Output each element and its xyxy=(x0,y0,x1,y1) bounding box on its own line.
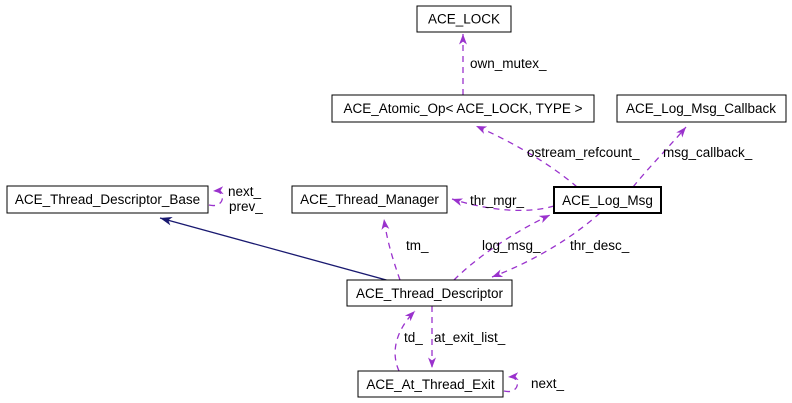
edge-ostream-refcount xyxy=(475,125,578,188)
edge-label-at-exit-list: at_exit_list_ xyxy=(434,330,506,345)
node-ace-lock[interactable]: ACE_LOCK xyxy=(416,5,512,33)
edge-inheritance-thread-descriptor-to-base xyxy=(159,216,391,282)
node-label: ACE_Atomic_Op< ACE_LOCK, TYPE > xyxy=(343,101,582,116)
node-ace-thread-descriptor-base[interactable]: ACE_Thread_Descriptor_Base xyxy=(6,185,209,214)
node-box[interactable] xyxy=(357,370,504,398)
node-box[interactable] xyxy=(553,186,662,214)
node-label: ACE_At_Thread_Exit xyxy=(366,377,495,392)
edge-label-ostream-refcount: ostream_refcount_ xyxy=(527,145,640,160)
node-box[interactable] xyxy=(291,185,448,214)
edge-label-prev: prev_ xyxy=(229,199,263,214)
node-ace-log-msg-callback[interactable]: ACE_Log_Msg_Callback xyxy=(616,94,787,123)
edge-label-log-msg: log_msg_ xyxy=(482,238,541,253)
edge-label-own-mutex: own_mutex_ xyxy=(470,56,547,71)
node-label: ACE_LOCK xyxy=(428,12,500,27)
edge-next-self-loop xyxy=(503,372,519,393)
node-box[interactable] xyxy=(616,94,787,123)
edge-label-msg-callback: msg_callback_ xyxy=(663,145,753,160)
edge-label-tm: tm_ xyxy=(406,238,429,253)
node-ace-at-thread-exit[interactable]: ACE_At_Thread_Exit xyxy=(357,370,504,398)
node-box[interactable] xyxy=(346,279,513,307)
node-box[interactable] xyxy=(416,5,512,33)
node-label: ACE_Thread_Manager xyxy=(300,192,439,207)
edge-tm xyxy=(381,218,401,281)
edge-label-thr-mgr: thr_mgr_ xyxy=(470,193,525,208)
node-box[interactable] xyxy=(331,94,595,123)
node-ace-thread-manager[interactable]: ACE_Thread_Manager xyxy=(291,185,448,214)
node-ace-log-msg[interactable]: ACE_Log_Msg xyxy=(553,186,662,214)
edge-thr-desc xyxy=(491,212,601,278)
edge-log-msg xyxy=(453,214,551,281)
node-label: ACE_Log_Msg xyxy=(562,193,653,208)
usage-edges xyxy=(208,34,687,393)
node-ace-thread-descriptor[interactable]: ACE_Thread_Descriptor xyxy=(346,279,513,307)
edge-thr-mgr xyxy=(451,198,555,212)
node-label: ACE_Thread_Descriptor_Base xyxy=(15,192,200,207)
node-box[interactable] xyxy=(6,185,209,214)
edge-td xyxy=(394,310,416,372)
edge-label-td: td_ xyxy=(404,330,423,345)
node-label: ACE_Log_Msg_Callback xyxy=(626,101,776,116)
node-label: ACE_Thread_Descriptor xyxy=(356,286,504,301)
edge-next-prev-self-loop xyxy=(208,186,224,207)
node-ace-atomic-op[interactable]: ACE_Atomic_Op< ACE_LOCK, TYPE > xyxy=(331,94,595,123)
edge-label-next: next_ xyxy=(228,184,262,199)
edge-label-next-bottom: next_ xyxy=(531,376,565,391)
edge-label-thr-desc: thr_desc_ xyxy=(570,238,630,253)
